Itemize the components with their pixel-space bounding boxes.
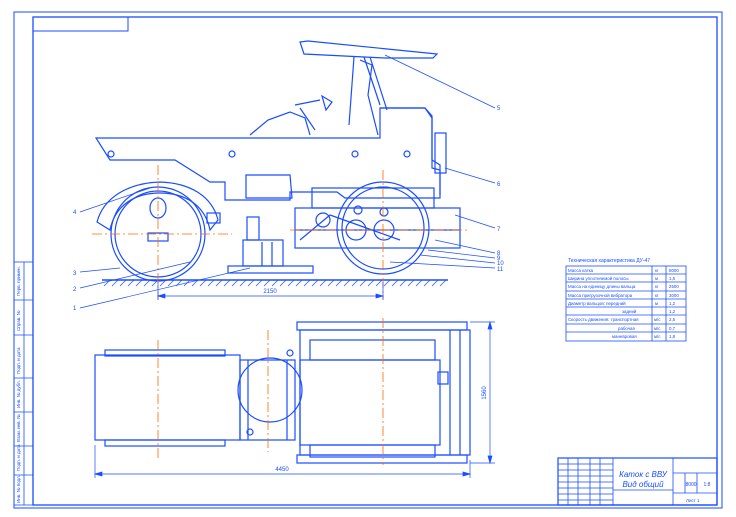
callout-numbers: 5 6 4 7 8 9 10 11 3 2 1 bbox=[73, 106, 504, 312]
spec-row-name: Скорость движения: транспортная bbox=[568, 317, 639, 322]
drawing-scale: 1:8 bbox=[704, 482, 711, 488]
top-dimensions bbox=[93, 320, 495, 478]
spec-row-name: Ширина уплотняемой полосы bbox=[568, 276, 629, 281]
side-stamp bbox=[13, 261, 34, 506]
spec-row-unit: кг bbox=[655, 268, 659, 273]
side-stamp-label: Инв. № подл. bbox=[16, 475, 21, 503]
spec-row-name: Масса катка bbox=[568, 268, 594, 273]
spec-row-value: 8000 bbox=[669, 268, 679, 273]
inner-border bbox=[32, 16, 718, 506]
ground bbox=[102, 279, 448, 287]
callout-11: 11 bbox=[497, 267, 504, 273]
side-stamp-label: Перв. примен. bbox=[16, 266, 21, 296]
side-dimension bbox=[156, 282, 385, 300]
spec-row-unit: м bbox=[655, 301, 658, 306]
spec-row-unit: м/с bbox=[654, 334, 661, 339]
spec-row-unit: кг bbox=[655, 293, 659, 298]
spec-row-value: 2,5 bbox=[669, 317, 676, 322]
spec-row-value: 3000 bbox=[669, 293, 679, 298]
spec-row-unit: м/с bbox=[654, 317, 661, 322]
top-left-stamp bbox=[32, 16, 129, 32]
callout-2: 2 bbox=[73, 287, 77, 293]
spec-row-name: Диаметр вальцов: передний bbox=[568, 301, 626, 306]
callout-5: 5 bbox=[497, 106, 501, 112]
spec-row-value: 1,2 bbox=[669, 309, 676, 314]
side-length-dimension: 2150 bbox=[263, 289, 277, 295]
top-rear-frame bbox=[299, 329, 471, 456]
side-stamp-label: Подп. и дата bbox=[16, 444, 21, 471]
radiator bbox=[434, 132, 447, 174]
spec-row-name: маневровая bbox=[612, 334, 637, 339]
side-stamp-label: Взам. инв. № bbox=[16, 414, 21, 442]
main-body bbox=[94, 107, 441, 201]
spec-table-title: Техническая характеристика ДУ-47 bbox=[568, 258, 650, 264]
callout-1: 1 bbox=[73, 306, 77, 312]
spec-row-name: рабочая bbox=[618, 326, 635, 331]
drawing-title-line1: Каток с ВВУ bbox=[619, 470, 668, 479]
spec-row-value: 0,7 bbox=[669, 326, 676, 331]
spec-row-unit: м bbox=[655, 276, 658, 281]
top-width-dimension: 1560 bbox=[482, 386, 488, 400]
outer-border bbox=[13, 11, 723, 509]
callout-10: 10 bbox=[497, 261, 504, 267]
title-block bbox=[557, 457, 718, 506]
side-stamp-label: Подп. и дата bbox=[16, 347, 21, 374]
spec-row-value: 1,5 bbox=[669, 276, 676, 281]
side-stamp-label: Инв. № дубл. bbox=[16, 380, 21, 408]
sheet-number: Лист 1 bbox=[686, 498, 700, 503]
spec-row-value: 2500 bbox=[669, 284, 679, 289]
spec-row-unit: кг bbox=[655, 284, 659, 289]
callout-7: 7 bbox=[497, 227, 501, 233]
drawing-mass: 8000 bbox=[685, 482, 696, 488]
spec-row-value: 1,2 bbox=[669, 301, 676, 306]
spec-row-name: задний bbox=[622, 309, 637, 314]
operator-seat bbox=[249, 111, 311, 136]
sheet-frame bbox=[13, 11, 723, 509]
vibration-plate bbox=[227, 265, 314, 274]
side-stamp-labels: Перв. примен. Справ. № Подп. и дата Инв.… bbox=[16, 266, 21, 503]
callout-8: 8 bbox=[497, 251, 501, 257]
callout-6: 6 bbox=[497, 182, 501, 188]
leader-lines bbox=[79, 54, 496, 309]
top-length-dimension: 4450 bbox=[275, 467, 289, 473]
callout-9: 9 bbox=[497, 256, 501, 262]
top-articulation bbox=[237, 357, 303, 423]
steering-column bbox=[299, 94, 333, 131]
top-view-axes bbox=[157, 318, 384, 465]
callout-3: 3 bbox=[73, 271, 77, 277]
top-front-roller bbox=[94, 354, 241, 441]
drawing-title-line2: Вид общий bbox=[622, 480, 664, 489]
spec-table bbox=[565, 265, 687, 342]
callout-4: 4 bbox=[73, 210, 77, 216]
side-view-axes bbox=[92, 165, 470, 300]
side-stamp-label: Справ. № bbox=[16, 310, 21, 331]
canopy-roof bbox=[299, 40, 439, 59]
top-view bbox=[94, 321, 471, 464]
spec-row-value: 1,8 bbox=[669, 334, 676, 339]
spec-row-name: Масса пригрузочной вибратора bbox=[568, 293, 633, 298]
side-view bbox=[94, 40, 461, 282]
spec-row-name: Масса на единицу длины вальца bbox=[568, 284, 636, 289]
spec-row-unit: м/с bbox=[654, 326, 661, 331]
spec-table-rows: Масса катка кг 8000 Ширина уплотняемой п… bbox=[568, 268, 679, 339]
